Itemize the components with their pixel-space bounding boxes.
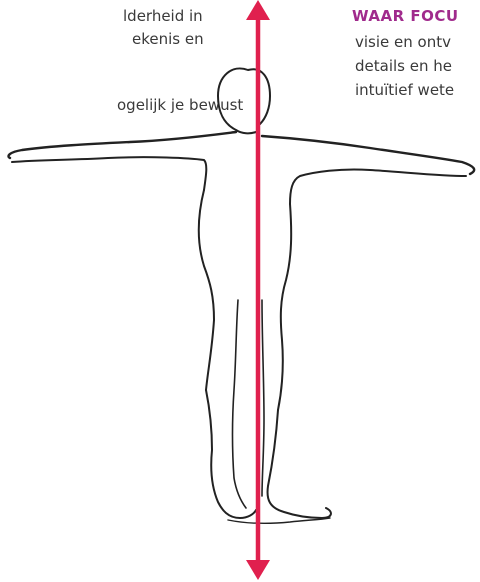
figure-left-arm-lower	[12, 157, 206, 190]
vertical-double-arrow-icon	[246, 0, 270, 580]
figure-left-arm-upper	[9, 132, 237, 158]
figure-right-arm-upper	[262, 136, 474, 174]
figure-head	[218, 68, 270, 133]
figure-right-leg-inner	[262, 300, 264, 496]
arrow-head-top	[246, 0, 270, 20]
figure-right-torso	[278, 204, 291, 410]
arrow-head-bottom	[246, 560, 270, 580]
figure-right-arm-lower	[290, 169, 466, 204]
figure-right-leg	[268, 410, 331, 518]
figure-left-leg-outer	[206, 390, 256, 518]
human-figure-outline-icon	[9, 68, 475, 523]
figure-left-torso	[199, 190, 214, 390]
figure-left-leg-inner	[233, 300, 247, 508]
